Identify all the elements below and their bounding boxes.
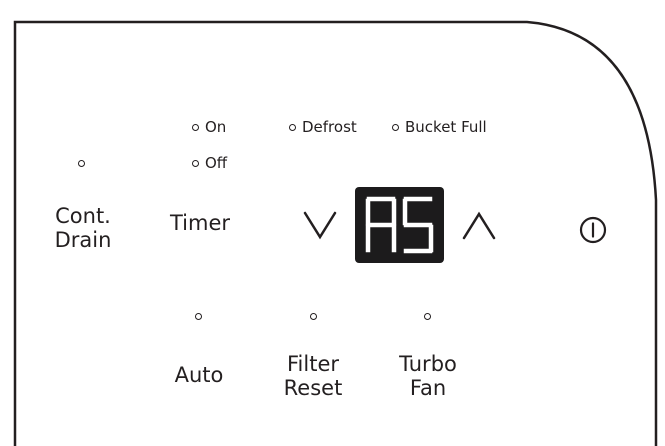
cont-drain-button[interactable]: Cont. Drain — [43, 204, 123, 252]
display-digit-s — [402, 196, 434, 254]
turbo-fan-label-line1: Turbo — [399, 352, 457, 376]
cont-drain-led — [78, 160, 85, 167]
bucket-full-indicator: Bucket Full — [392, 120, 487, 135]
cont-drain-label-line2: Drain — [54, 228, 112, 252]
auto-label: Auto — [174, 363, 224, 387]
filter-reset-label-line1: Filter — [286, 352, 339, 376]
timer-on-led — [192, 124, 199, 131]
turbo-fan-label-line2: Fan — [409, 376, 447, 400]
timer-off-led — [192, 160, 199, 167]
auto-led — [195, 313, 202, 320]
cont-drain-label-line1: Cont. — [55, 204, 111, 228]
auto-button[interactable]: Auto — [159, 363, 239, 387]
timer-off-label: Off — [205, 154, 228, 172]
bucket-full-label: Bucket Full — [405, 118, 487, 136]
display-digit-a — [365, 196, 397, 253]
display-segments — [365, 196, 434, 254]
filter-reset-led — [310, 313, 317, 320]
digital-display: AS — [355, 187, 444, 263]
defrost-indicator: Defrost — [289, 120, 357, 135]
filter-reset-button[interactable]: Filter Reset — [273, 352, 353, 400]
timer-on-label: On — [205, 118, 227, 136]
turbo-fan-button[interactable]: Turbo Fan — [388, 352, 468, 400]
defrost-label: Defrost — [302, 118, 357, 136]
timer-off-indicator: Off — [192, 156, 227, 171]
timer-button[interactable]: Timer — [160, 211, 240, 235]
turbo-fan-led — [424, 313, 431, 320]
chevron-up-icon[interactable] — [459, 209, 499, 243]
timer-label: Timer — [169, 211, 231, 235]
bucket-full-led — [392, 124, 399, 131]
power-icon[interactable] — [578, 215, 608, 245]
filter-reset-label-line2: Reset — [283, 376, 343, 400]
chevron-down-icon[interactable] — [300, 208, 340, 242]
timer-on-indicator: On — [192, 120, 226, 135]
defrost-led — [289, 124, 296, 131]
